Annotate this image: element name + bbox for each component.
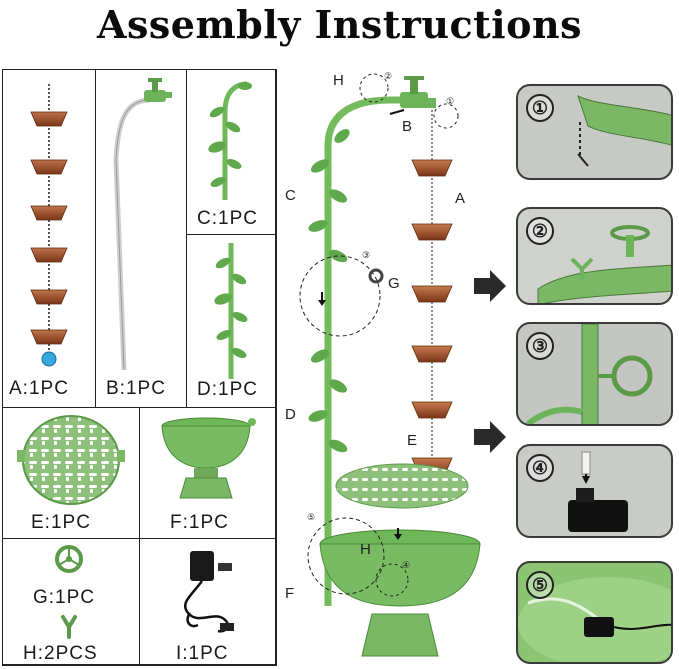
step-3-badge: ③ <box>526 332 554 360</box>
diagram-num-1: ① <box>446 96 455 106</box>
part-c-cell: C:1PC <box>186 69 277 235</box>
arrow-right-icon <box>474 421 506 453</box>
valve-wheel-icon <box>55 545 83 573</box>
part-i-cell: I:1PC <box>139 538 277 666</box>
arrow-right-icon <box>474 270 506 302</box>
valve-connector-icon <box>537 225 671 303</box>
part-f-label: F:1PC <box>170 512 229 533</box>
diagram-label-g: G <box>388 275 400 292</box>
part-b-cell: B:1PC <box>95 69 187 408</box>
step-5-badge: ⑤ <box>526 571 554 599</box>
diagram-num-5: ⑤ <box>307 512 316 522</box>
diagram-num-3: ③ <box>362 250 371 260</box>
faucet-chain-icon <box>577 95 671 167</box>
pipe-joint-icon <box>526 324 653 424</box>
diagram-label-b: B <box>402 118 413 135</box>
part-d-label: D:1PC <box>197 379 258 400</box>
bowl-pump-icon <box>518 577 671 662</box>
part-c-label: C:1PC <box>197 208 258 229</box>
parts-grid: A:1PC B:1PC C:1PC <box>2 69 277 666</box>
step-2-photo: ② <box>516 207 673 305</box>
diagram-label-c: C <box>285 187 296 204</box>
step-4-photo: ④ <box>516 444 673 538</box>
part-g-label: G:1PC <box>33 587 96 608</box>
diagram-num-4: ④ <box>402 560 411 570</box>
faucet-tube-icon <box>113 78 172 370</box>
part-h-label: H:2PCS <box>23 643 98 664</box>
bowl-icon <box>161 417 256 499</box>
part-f-cell: F:1PC <box>139 407 277 539</box>
part-e-cell: E:1PC <box>2 407 140 539</box>
diagram-num-2: ② <box>384 71 393 81</box>
mesh-grate-icon <box>17 415 125 505</box>
part-gh-cell: G:1PC H:2PCS <box>2 538 140 666</box>
diagram-label-h: H <box>333 72 344 89</box>
step-2-badge: ② <box>526 217 554 245</box>
y-connector-icon <box>61 615 77 639</box>
part-a-label: A:1PC <box>9 378 69 399</box>
part-a-cell: A:1PC <box>2 69 96 408</box>
step-1-badge: ① <box>526 94 554 122</box>
page-title: Assembly Instructions <box>97 2 582 47</box>
vine-pipe-d-icon <box>214 243 248 379</box>
vine-pipe-c-icon <box>208 81 252 200</box>
part-d-cell: D:1PC <box>186 234 277 408</box>
diagram-label-d: D <box>285 406 296 423</box>
part-e-label: E:1PC <box>31 512 91 533</box>
part-i-label: I:1PC <box>176 643 229 664</box>
diagram-label-f: F <box>285 585 295 602</box>
diagram-label-h2: H <box>360 541 371 558</box>
step-1-photo: ① <box>516 84 673 180</box>
step-5-photo: ⑤ <box>516 561 673 664</box>
diagram-label-a: A <box>455 190 466 207</box>
part-b-label: B:1PC <box>106 378 166 399</box>
pump-tube-icon <box>568 451 628 532</box>
rain-chain-icon <box>30 84 68 367</box>
step-4-badge: ④ <box>526 454 554 482</box>
diagram-label-e: E <box>407 432 418 449</box>
step-3-photo: ③ <box>516 322 673 426</box>
pump-adapter-icon <box>183 551 234 633</box>
assembly-diagram <box>299 73 481 657</box>
